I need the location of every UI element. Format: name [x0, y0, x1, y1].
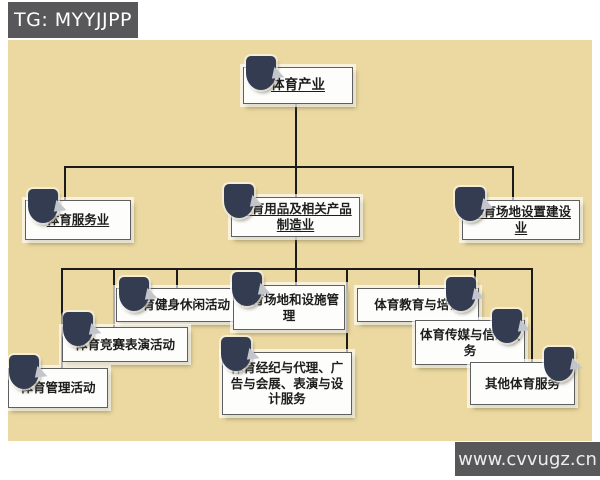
connector-drop-education	[418, 268, 420, 290]
connector-root-drop	[295, 104, 297, 168]
connector-manufacturing-drop	[295, 234, 297, 270]
node-education-training: 体育教育与培训	[357, 277, 479, 322]
node-fitness-leisure-activities: 体育健身休闲活动	[116, 277, 244, 322]
connector-drop-management	[61, 268, 63, 370]
node-media-information-services: 体育传媒与信息服务	[415, 309, 525, 365]
node-clipart-icon	[246, 56, 276, 90]
telegram-badge: TG: MYYJJPP	[8, 2, 138, 38]
node-sports-service-industry: 体育服务业	[25, 189, 131, 240]
node-clipart-icon	[63, 312, 93, 346]
node-clipart-icon	[446, 277, 476, 311]
connector-drop-venue-construction	[512, 166, 514, 202]
node-clipart-icon	[455, 187, 485, 221]
node-clipart-icon	[224, 184, 254, 218]
telegram-badge-label: TG: MYYJJPP	[14, 9, 132, 31]
connector-drop-brokerage	[346, 268, 348, 356]
node-clipart-icon	[119, 277, 149, 311]
node-clipart-icon	[492, 309, 522, 343]
node-label: 体育竞赛表演活动	[74, 336, 175, 352]
node-brokerage-agency-advertising-services: 体育经纪与代理、广告与会展、表演与设计服务	[221, 337, 352, 415]
connector-level2-rail	[61, 268, 533, 270]
node-competition-performance-activities: 体育竞赛表演活动	[62, 312, 188, 362]
connector-drop-service	[64, 166, 66, 202]
node-management-activities: 体育管理活动	[8, 355, 108, 408]
node-sports-industry: 体育产业	[243, 56, 353, 104]
node-venue-construction-industry: 体育场地设置建设业	[455, 187, 580, 240]
node-label: 体育服务业	[46, 212, 110, 228]
node-label: 体育教育与培训	[374, 297, 462, 313]
node-clipart-icon	[232, 272, 262, 306]
connector-drop-venue-mgmt	[295, 268, 297, 288]
node-other-sports-services: 其他体育服务	[470, 347, 575, 405]
node-clipart-icon	[221, 337, 251, 371]
node-label: 体育用品及相关产品制造业	[239, 201, 352, 232]
node-venue-facility-management: 体育场地和设施管理	[232, 272, 345, 330]
node-clipart-icon	[28, 189, 58, 223]
watermark-url: www.cvvugz.cn	[458, 448, 597, 470]
node-label: 其他体育服务	[484, 375, 560, 391]
node-sporting-goods-manufacturing: 体育用品及相关产品制造业	[224, 184, 360, 237]
connector-drop-other	[531, 268, 533, 364]
connector-drop-competition	[113, 268, 115, 329]
node-label: 体育经纪与代理、广告与会展、表演与设计服务	[230, 360, 344, 407]
connector-drop-manufacturing	[295, 166, 297, 200]
node-label: 体育产业	[271, 77, 325, 94]
node-label: 体育管理活动	[20, 380, 96, 396]
node-clipart-icon	[544, 347, 574, 381]
node-clipart-icon	[9, 355, 39, 389]
node-label: 体育场地设置建设业	[470, 204, 571, 235]
connector-level1-rail	[64, 166, 514, 168]
watermark-bar: www.cvvugz.cn	[455, 442, 600, 476]
connector-drop-fitness	[176, 268, 178, 292]
